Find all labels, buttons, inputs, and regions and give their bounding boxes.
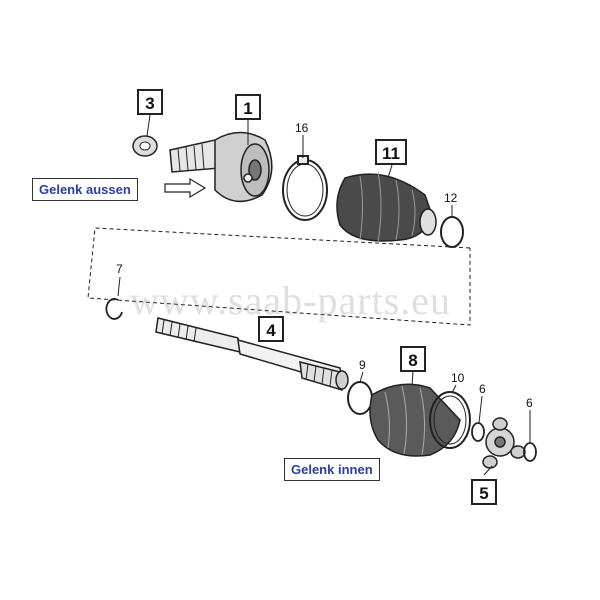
callout-6-right: 6: [526, 396, 533, 410]
leader-lines: [117, 114, 531, 476]
callout-11: 11: [375, 139, 407, 165]
part-6-washer-right: [523, 442, 537, 462]
callout-10: 10: [451, 371, 465, 385]
inner-joint-label: Gelenk innen: [284, 458, 380, 481]
callout-12: 12: [444, 191, 458, 205]
part-10-clamp-ring: [429, 391, 471, 449]
callout-16: 16: [295, 121, 309, 135]
part-4-drive-shaft: [155, 317, 349, 392]
part-9-ring: [347, 381, 373, 415]
part-12-small-clip: [440, 216, 464, 248]
part-5-tripod-joint: [482, 417, 526, 469]
part-8-inner-boot: [369, 383, 461, 457]
watermark: www.saab-parts.eu: [130, 278, 451, 323]
callout-4: 4: [258, 316, 284, 342]
callout-1: 1: [235, 94, 261, 120]
callout-8: 8: [400, 346, 426, 372]
part-1-outer-joint: [169, 131, 273, 203]
callout-3: 3: [137, 89, 163, 115]
part-6-washer-left: [471, 422, 485, 442]
part-7-circlip: [105, 298, 123, 320]
callout-7: 7: [116, 262, 123, 276]
part-3-nut: [132, 135, 158, 157]
callout-5: 5: [471, 479, 497, 505]
assembly-guide-lines: [87, 227, 471, 326]
part-16-clip-ring: [282, 155, 328, 221]
outer-joint-arrow: [164, 177, 207, 199]
outer-joint-label: Gelenk aussen: [32, 178, 138, 201]
part-11-outer-boot: [336, 171, 437, 243]
callout-6-left: 6: [479, 382, 486, 396]
callout-9: 9: [359, 358, 366, 372]
